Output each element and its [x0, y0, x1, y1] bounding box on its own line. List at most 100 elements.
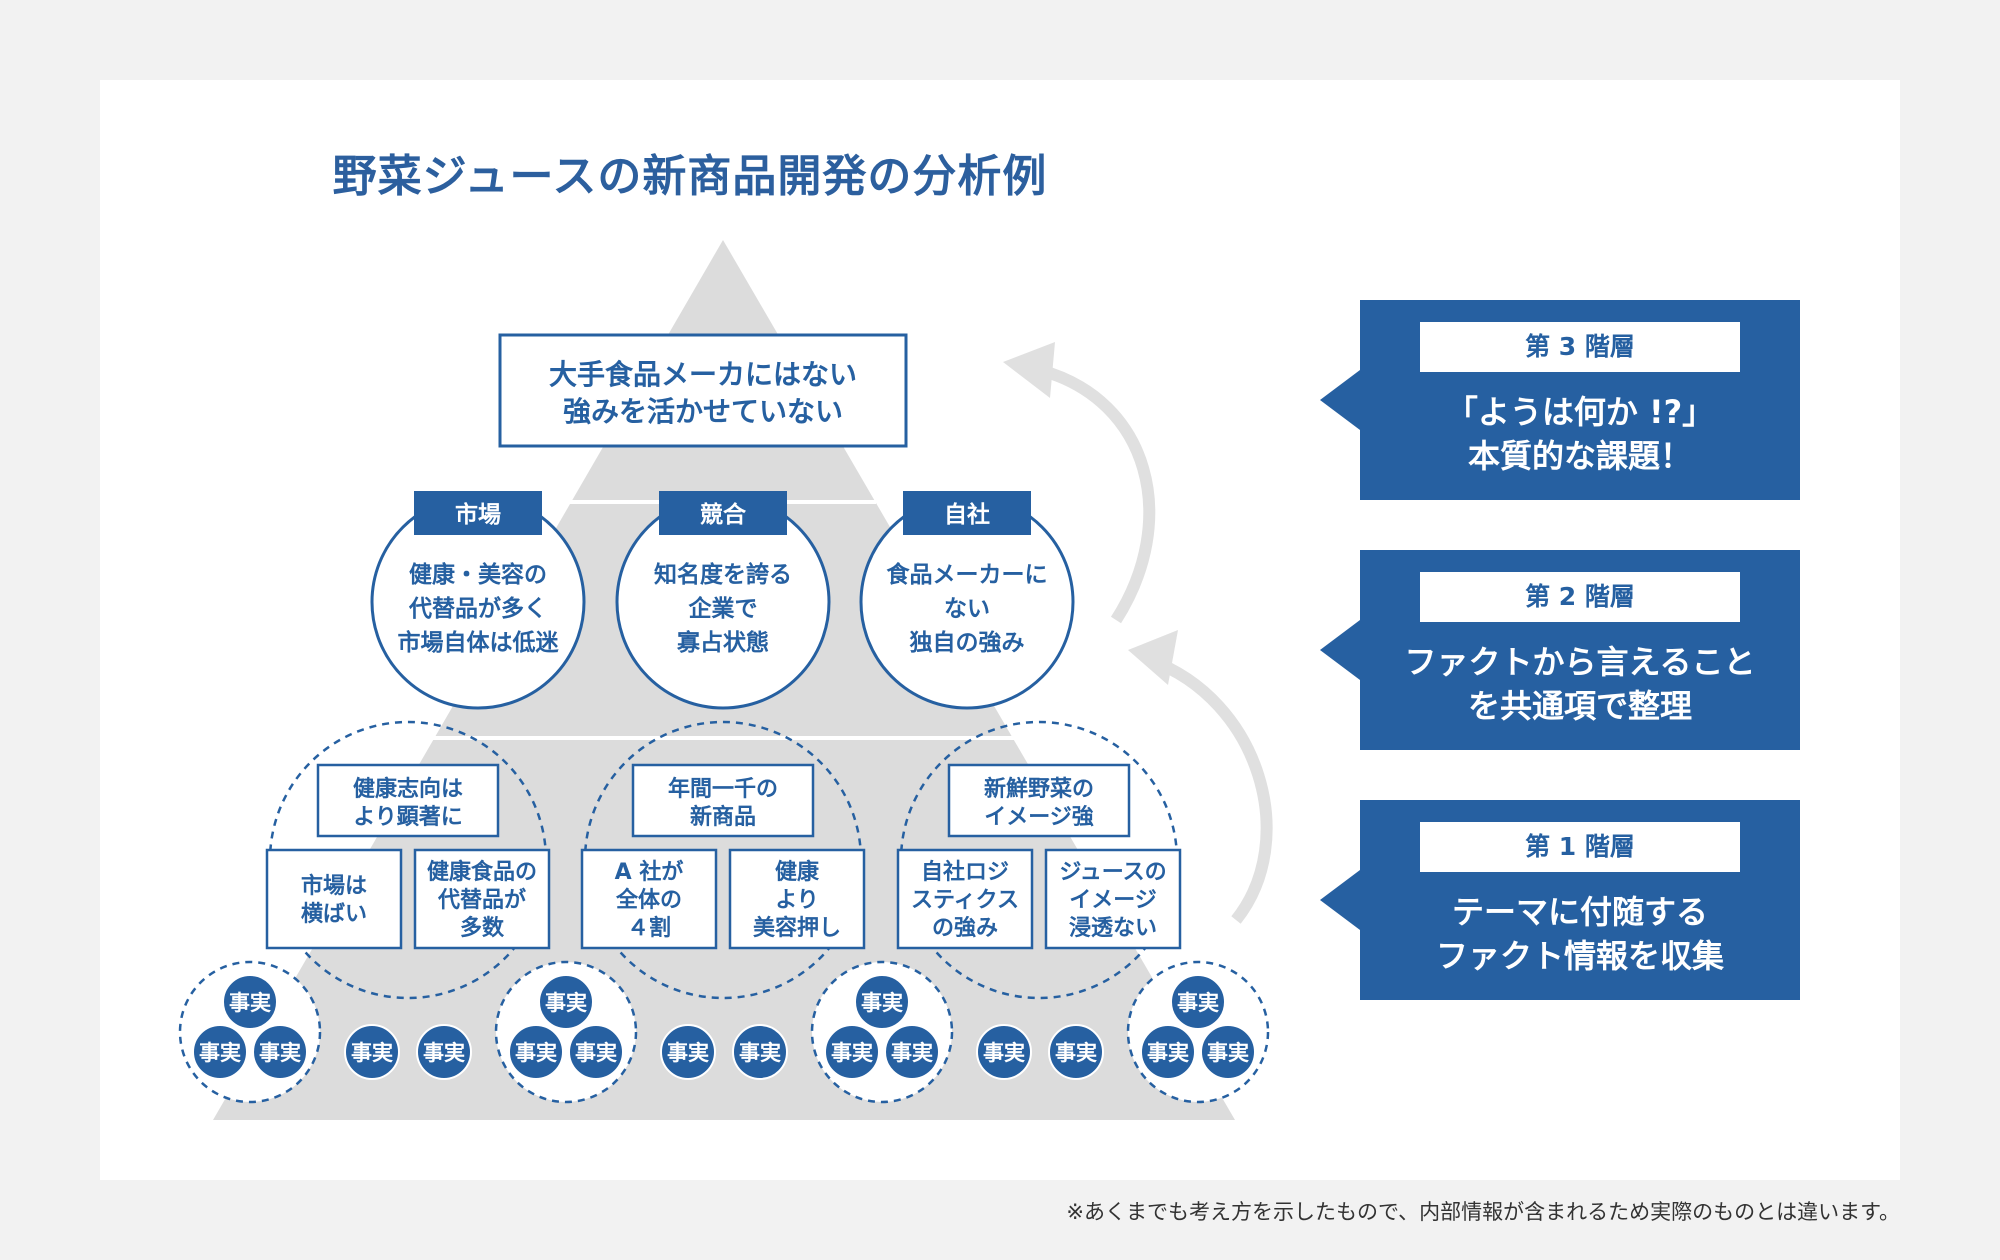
side-panel-pointer: [1320, 370, 1360, 430]
circle-text-line: 知名度を誇る: [654, 561, 792, 588]
fact-summary-line: A 社が: [615, 859, 684, 885]
circle-tag: [659, 491, 787, 535]
fact-label: 事実: [423, 1041, 465, 1065]
fact-circle: 事実: [660, 1024, 716, 1080]
side-panel-line: 本質的な課題！: [1467, 437, 1692, 475]
circle-tag: [903, 491, 1031, 535]
fact-summary-line: 多数: [460, 915, 505, 941]
fact-circle: 事実: [344, 1024, 400, 1080]
group-header-box: [947, 763, 1131, 838]
fact-label: 事実: [229, 991, 271, 1015]
fact-circle: 事実: [824, 1024, 880, 1080]
fact-summary-line: 浸透ない: [1069, 916, 1157, 941]
group-header-line: 年間一千の: [668, 776, 778, 802]
fact-circle: 事実: [884, 1024, 940, 1080]
side-panel-line: テーマに付随する: [1451, 893, 1708, 931]
fact-summary-box-outline: [896, 848, 1034, 950]
arrow-level2-to-3: [1003, 342, 1156, 624]
fact-circle: 事実: [568, 1024, 624, 1080]
side-panel-level-label: 第 3 階層: [1420, 322, 1740, 372]
fact-summary-box-outline: [728, 848, 866, 950]
fact-circle: 事実: [252, 1024, 308, 1080]
group-header-line: 新鮮野菜の: [984, 776, 1094, 802]
circle-text-line: 食品メーカーに: [887, 561, 1048, 588]
side-panel-level-label: 第 2 階層: [1420, 572, 1740, 622]
fact-circle: 事実: [192, 1024, 248, 1080]
side-panel-description: 「ようは何か !?」 本質的な課題！: [1360, 390, 1800, 478]
footnote: ※あくまでも考え方を示したもので、内部情報が含まれるため実際のものとは違います。: [1066, 1200, 1900, 1224]
circle-text-line: 企業で: [688, 595, 758, 622]
fact-circle: 事実: [1048, 1024, 1104, 1080]
circle-tag-label: 競合: [700, 501, 747, 528]
fact-label: 事実: [545, 991, 587, 1015]
side-panel-level2: 第 2 階層 ファクトから言えること を共通項で整理: [1320, 550, 1800, 750]
fact-circle: 事実: [1200, 1024, 1256, 1080]
fact-label: 事実: [1147, 1041, 1189, 1065]
fact-summary-box-outline: [413, 848, 551, 950]
fact-label: 事実: [739, 1041, 781, 1065]
fact-label: 事実: [351, 1041, 393, 1065]
circle-text-line: 健康・美容の: [409, 561, 547, 588]
side-panel-level-label: 第 1 階層: [1420, 822, 1740, 872]
diagram-title: 野菜ジュースの新商品開発の分析例: [332, 151, 1048, 202]
fact-label: 事実: [259, 1041, 301, 1065]
top-box-line1: 大手食品メーカにはない: [549, 358, 857, 391]
fact-label: 事実: [667, 1041, 709, 1065]
group-header-box: [316, 763, 500, 838]
fact-summary-line: ジュースの: [1059, 860, 1166, 885]
fact-circle: 事実: [1140, 1024, 1196, 1080]
side-panel-pointer: [1320, 870, 1360, 930]
group-header-line: イメージ強: [984, 804, 1094, 830]
group-header-line: 健康志向は: [353, 776, 463, 802]
group-header-line: より顕著に: [353, 804, 463, 830]
side-panel-line: 「ようは何か !?」: [1445, 393, 1715, 431]
side-panel-description: テーマに付随する ファクト情報を収集: [1360, 890, 1800, 978]
fact-summary-line: 全体の: [615, 887, 682, 913]
level2-circles: 市場健康・美容の代替品が多く市場自体は低迷競合知名度を誇る企業で寡占状態自社食品…: [370, 491, 1075, 710]
fact-circle: 事実: [508, 1024, 564, 1080]
fact-circle: 事実: [732, 1024, 788, 1080]
fact-summary-line: スティクス: [911, 888, 1019, 913]
fact-summary-line: より: [775, 888, 819, 913]
fact-label: 事実: [891, 1041, 933, 1065]
fact-circle: 事実: [222, 974, 278, 1030]
fact-summary-line: ４割: [627, 915, 671, 941]
side-panel-level1: 第 1 階層 テーマに付随する ファクト情報を収集: [1320, 800, 1800, 1000]
fact-summary-line: 健康食品の: [427, 859, 537, 885]
fact-summary-line: イメージ: [1069, 888, 1157, 913]
fact-label: 事実: [1177, 991, 1219, 1015]
circle-text-line: 寡占状態: [676, 629, 769, 656]
circle-text-line: 代替品が多く: [408, 595, 547, 622]
arrow-level1-to-2: [1128, 630, 1273, 924]
group-header-line: 新商品: [690, 804, 756, 830]
fact-circle: 事実: [416, 1024, 472, 1080]
group-header-box: [631, 763, 815, 838]
side-panel-line: ファクトから言えること: [1404, 643, 1756, 681]
fact-summary-line: 市場は: [301, 873, 367, 899]
fact-circles: 事実事実事実事実事実事実事実事実事実事実事実事実事実事実事実事実事実事実: [178, 960, 1270, 1104]
fact-circle: 事実: [538, 974, 594, 1030]
fact-summary-line: の強み: [932, 915, 998, 941]
fact-label: 事実: [983, 1041, 1025, 1065]
fact-summary-line: 健康: [775, 859, 820, 885]
circle-tag-label: 市場: [455, 501, 501, 528]
fact-summary-line: 自社ロジ: [921, 859, 1009, 885]
side-panel-line: を共通項で整理: [1467, 687, 1692, 725]
side-panel-level3: 第 3 階層 「ようは何か !?」 本質的な課題！: [1320, 300, 1800, 500]
fact-summary-line: 横ばい: [301, 902, 367, 927]
fact-label: 事実: [575, 1041, 617, 1065]
fact-circle: 事実: [976, 1024, 1032, 1080]
fact-circle: 事実: [1170, 974, 1226, 1030]
fact-label: 事実: [199, 1041, 241, 1065]
